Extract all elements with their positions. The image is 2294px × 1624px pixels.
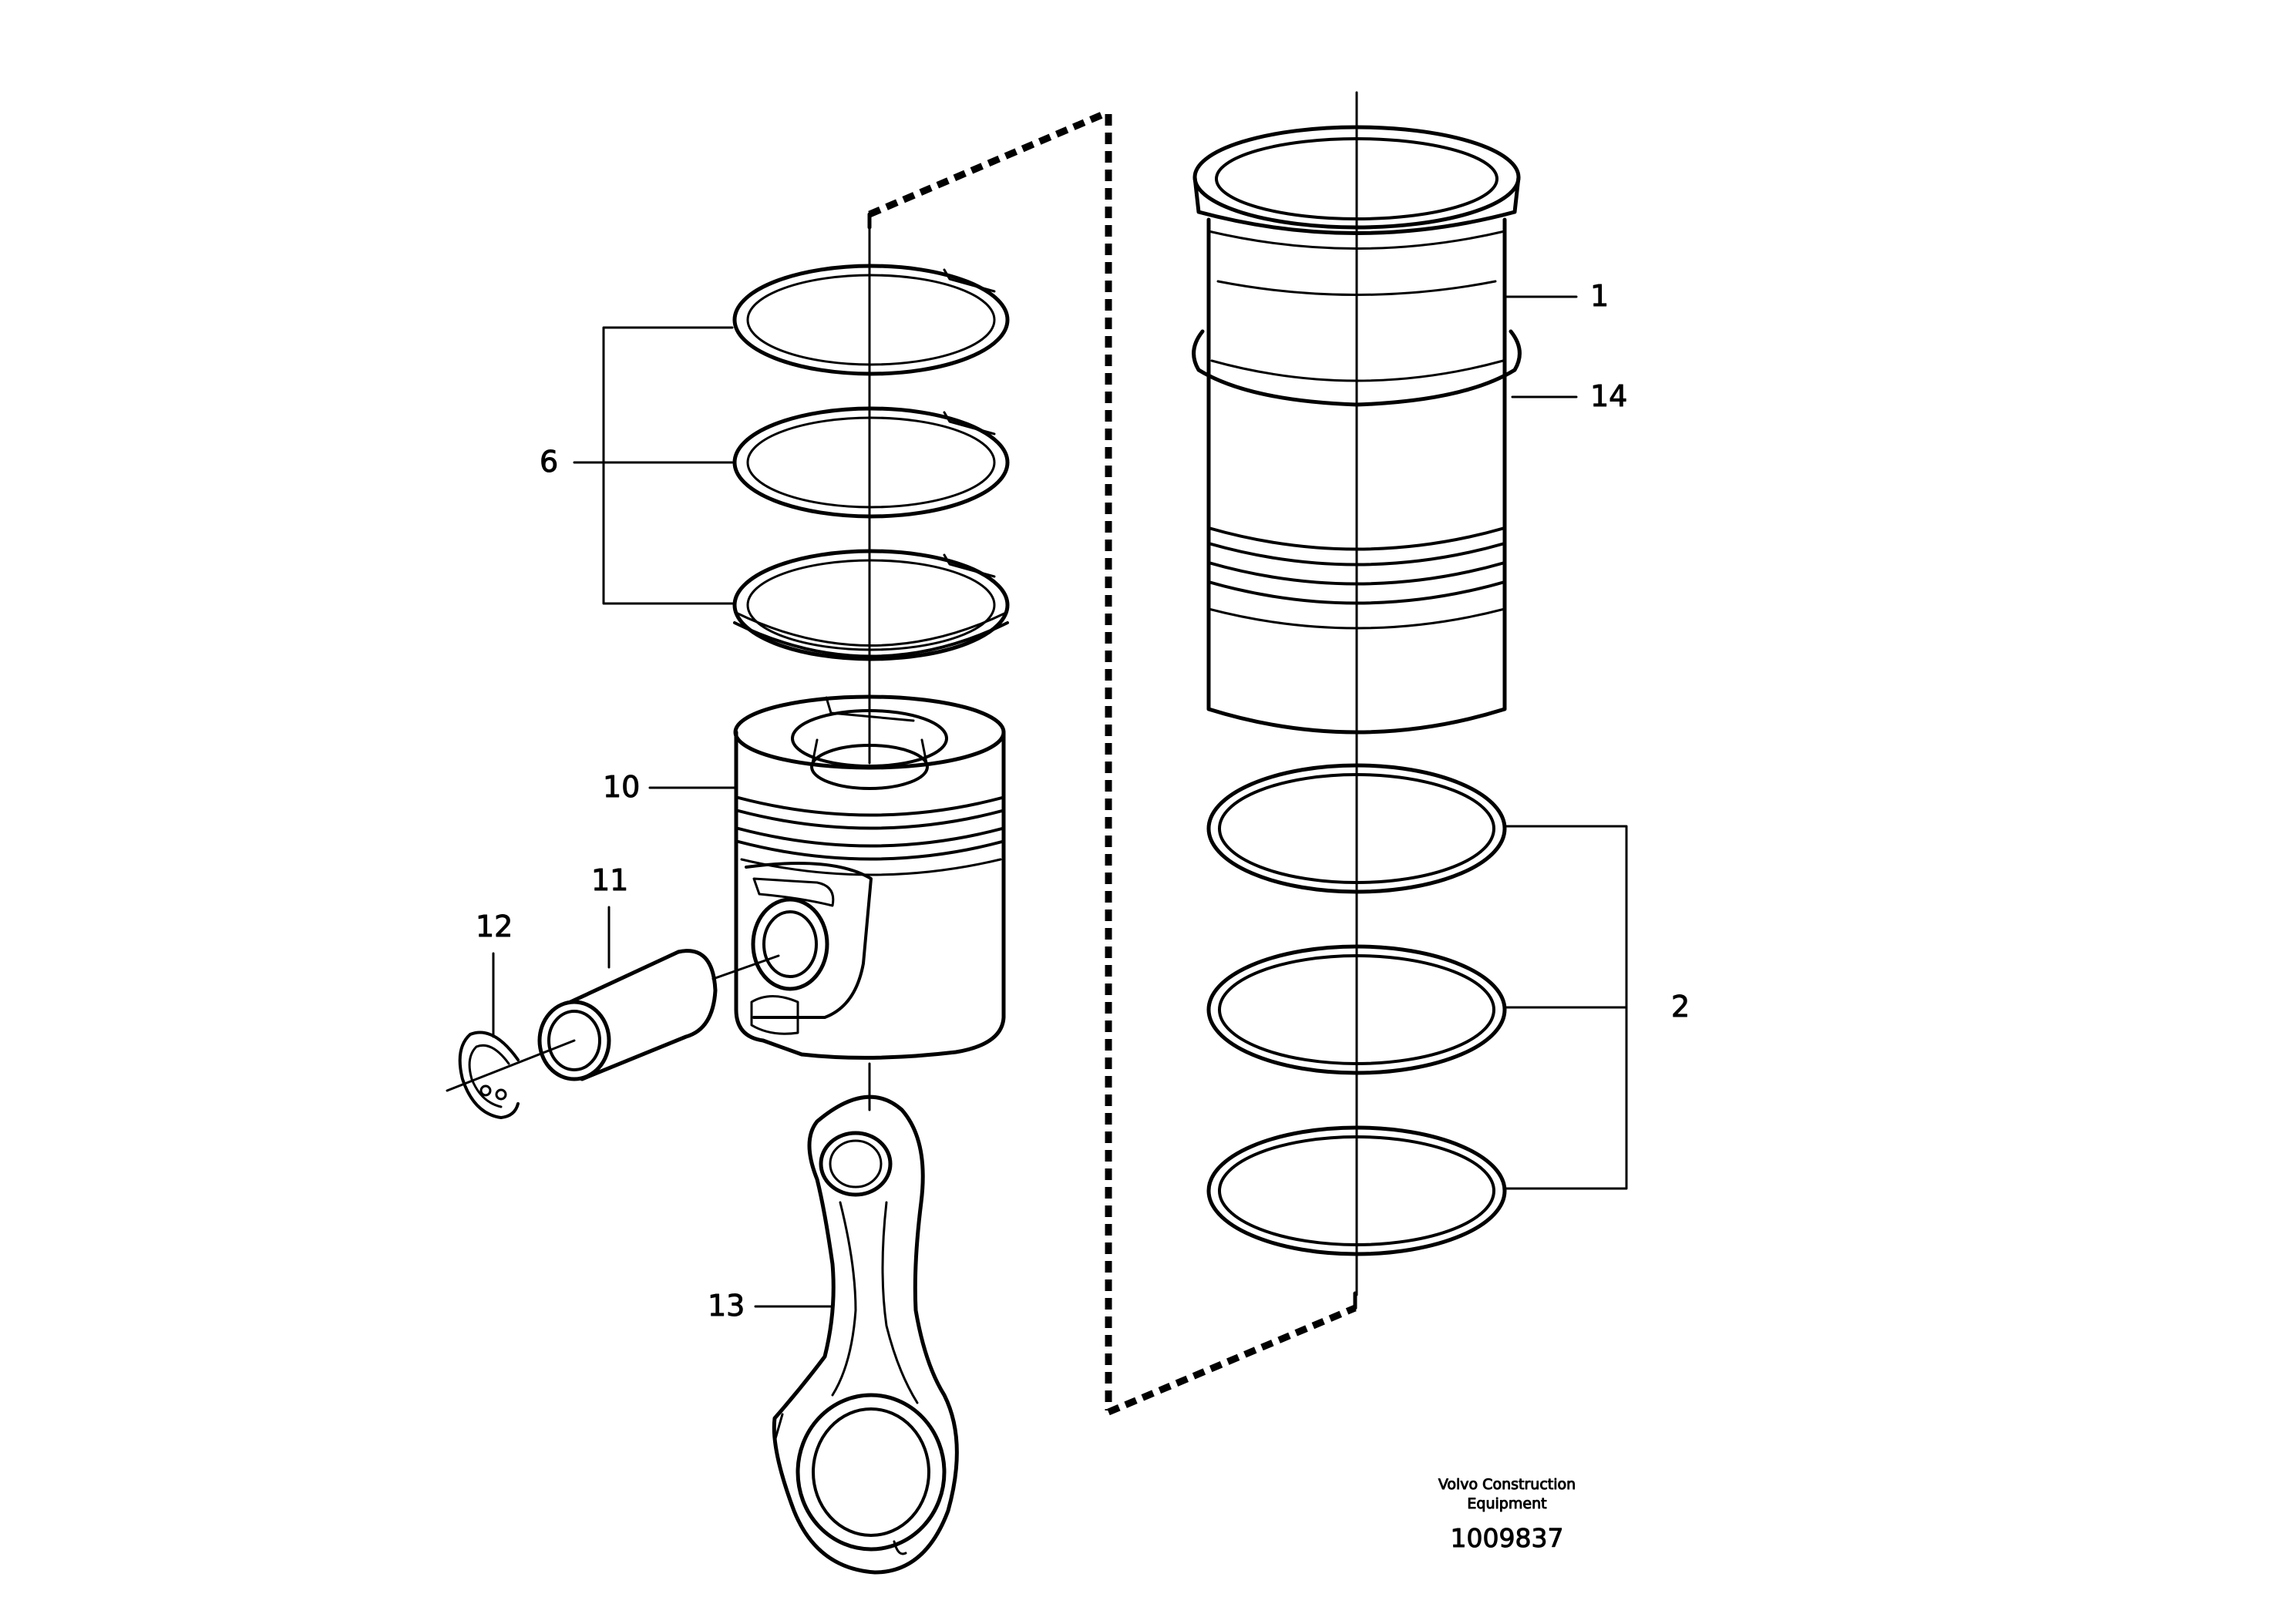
callout-2: 2 — [1671, 990, 1690, 1024]
piston-pin — [537, 949, 718, 1081]
brand-line-1: Volvo Construction — [1438, 1476, 1576, 1493]
callout-6: 6 — [540, 445, 558, 479]
piston — [733, 694, 1006, 1060]
callout-14: 14 — [1590, 379, 1627, 413]
drawing-number: 1009837 — [1451, 1523, 1564, 1553]
o-ring-top — [1206, 763, 1507, 894]
callout-11: 11 — [591, 863, 628, 897]
connecting-rod — [772, 1094, 959, 1575]
circlip-axis-line — [446, 1039, 576, 1092]
leader-lines — [492, 295, 1628, 1308]
brand-line-2: Equipment — [1467, 1495, 1546, 1512]
callout-10: 10 — [603, 770, 640, 804]
circlip — [458, 1031, 520, 1119]
callout-1: 1 — [1590, 279, 1609, 313]
callout-13: 13 — [708, 1289, 745, 1323]
piston-ring-top — [732, 264, 1010, 376]
piston-ring-oil — [732, 549, 1010, 661]
callout-12: 12 — [476, 910, 513, 943]
piston-ring-middle — [732, 406, 1010, 519]
o-ring-middle — [1206, 944, 1507, 1075]
dashed-assembly-frame — [868, 110, 1357, 1416]
o-ring-bottom — [1206, 1125, 1507, 1256]
pin-axis-line — [711, 954, 780, 980]
